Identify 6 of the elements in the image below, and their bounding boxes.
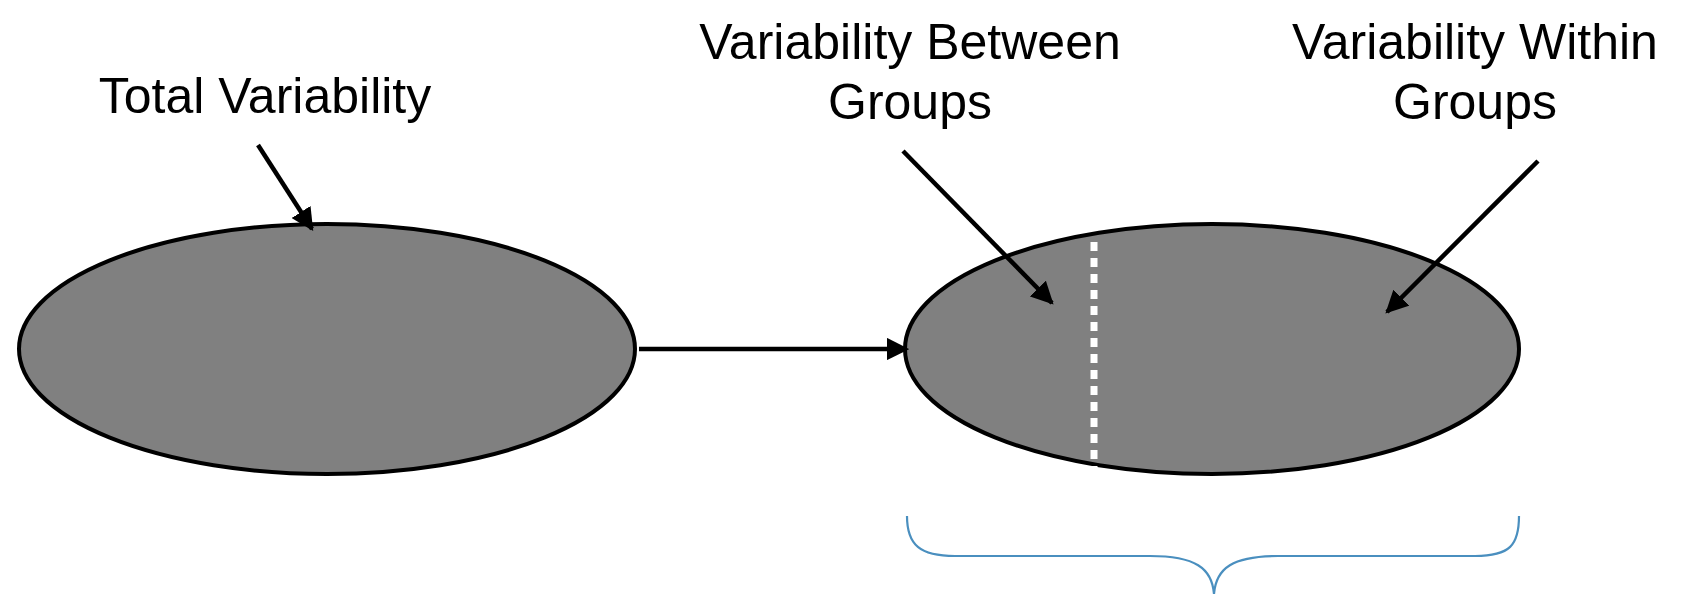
annotation-label: Variability Between Groups (698, 13, 1122, 132)
leader-arrow (901, 149, 1054, 305)
leader-arrow (256, 143, 314, 231)
annotation-label: Total Variability (97, 67, 433, 126)
leader-arrow (1385, 159, 1540, 314)
annotation-label: Variability Within Groups (1291, 13, 1659, 132)
